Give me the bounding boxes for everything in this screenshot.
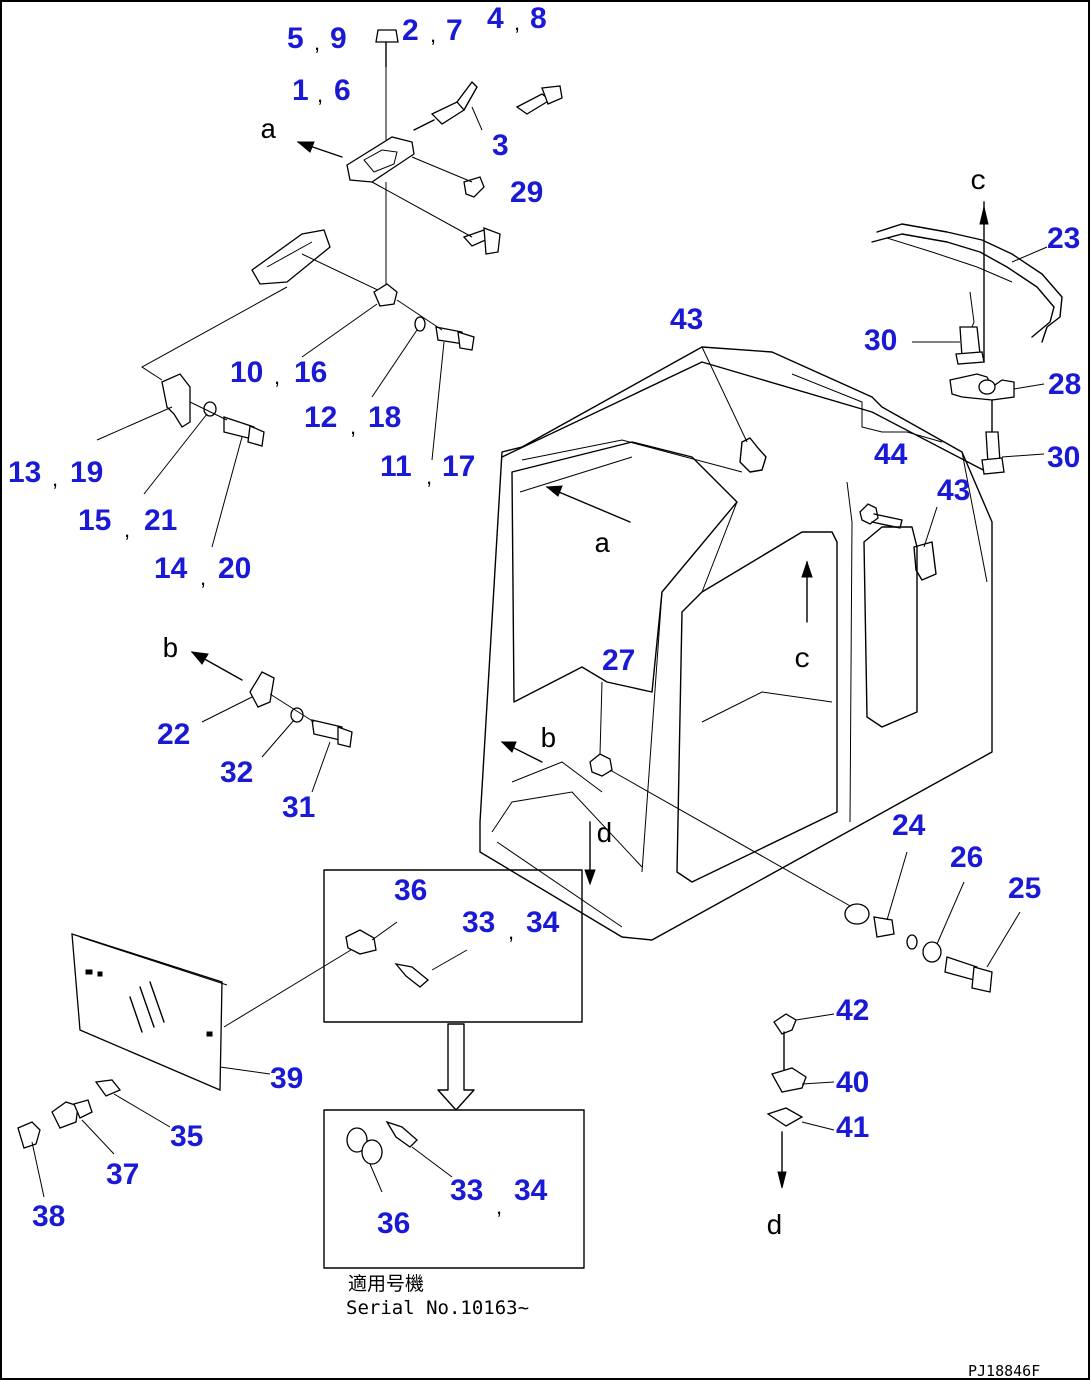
- rear-stopper-assembly: [609, 769, 1021, 993]
- callout-11: 11: [380, 450, 412, 483]
- callout-separator: ,: [274, 364, 280, 389]
- callout-numbers: 5 , 9 2 , 7 4 , 8 1 , 6 3 29 10 , 16 12 …: [8, 2, 1081, 1240]
- hinge-assembly: [96, 229, 475, 548]
- callout-28: 28: [1048, 368, 1081, 401]
- drawing-code: PJ18846F: [968, 1362, 1040, 1380]
- cab-view-arrows: [500, 346, 938, 886]
- callout-34-box-bottom: 34: [514, 1174, 548, 1207]
- callout-33-box-bottom: 33: [450, 1174, 483, 1207]
- callout-5: 5: [287, 22, 304, 55]
- callout-31: 31: [282, 791, 315, 824]
- callout-18: 18: [368, 401, 401, 434]
- callout-10: 10: [230, 356, 263, 389]
- callout-42: 42: [836, 994, 869, 1027]
- pre-change-detail-box: [323, 869, 583, 1023]
- callout-separator: ,: [124, 517, 130, 542]
- view-ref-d-bottom: d: [766, 1212, 783, 1243]
- post-change-detail-box: [323, 1109, 585, 1269]
- callout-35: 35: [170, 1120, 203, 1153]
- latch-b-assembly: [190, 651, 353, 793]
- view-reference-letters: a a b b c c d d: [162, 116, 987, 1243]
- callout-16: 16: [294, 356, 327, 389]
- callout-9: 9: [330, 22, 347, 55]
- callout-37: 37: [106, 1158, 139, 1191]
- callout-43-right: 43: [937, 474, 970, 507]
- callout-23: 23: [1047, 222, 1080, 255]
- callout-41: 41: [836, 1111, 869, 1144]
- callout-15: 15: [78, 504, 111, 537]
- callout-24: 24: [892, 809, 926, 842]
- callout-3: 3: [492, 129, 509, 162]
- callout-36-box-top: 36: [394, 874, 427, 907]
- upper-right-assembly: [871, 201, 1063, 475]
- callout-8: 8: [530, 2, 547, 35]
- callout-32: 32: [220, 756, 253, 789]
- callout-25: 25: [1008, 872, 1041, 905]
- callout-30-upper: 30: [864, 324, 897, 357]
- callout-26: 26: [950, 841, 983, 874]
- view-ref-c-cab: c: [794, 645, 811, 676]
- cab-body: [479, 346, 993, 941]
- callout-20: 20: [218, 552, 251, 585]
- callout-6: 6: [334, 74, 351, 107]
- callout-separator: ,: [508, 919, 514, 944]
- callout-17: 17: [442, 450, 475, 483]
- upper-latch-assembly: [296, 29, 563, 292]
- callout-7: 7: [446, 14, 463, 47]
- callout-2: 2: [402, 14, 419, 47]
- view-ref-d-cab: d: [596, 820, 613, 851]
- callout-separator: ,: [430, 22, 436, 47]
- callout-separator: ,: [514, 10, 520, 35]
- callout-separator: ,: [317, 82, 323, 107]
- callout-27: 27: [602, 644, 635, 677]
- callout-separator: ,: [314, 30, 320, 55]
- view-ref-b-cab: b: [540, 725, 557, 756]
- change-arrow: [437, 1023, 475, 1111]
- callout-44: 44: [874, 438, 908, 471]
- callout-4: 4: [487, 2, 504, 35]
- catch-assembly: [766, 1013, 835, 1189]
- callout-30-lower: 30: [1047, 441, 1080, 474]
- view-ref-c-top: c: [970, 167, 987, 198]
- callout-33-box-top: 33: [462, 906, 495, 939]
- view-ref-b-left: b: [162, 635, 179, 666]
- callout-39: 39: [270, 1062, 303, 1095]
- callout-1: 1: [292, 74, 309, 107]
- callout-22: 22: [157, 718, 190, 751]
- callout-14: 14: [154, 552, 188, 585]
- callout-separator: ,: [426, 464, 432, 489]
- window-glass-assembly: [17, 933, 365, 1198]
- serial-note-jp: 適用号機: [348, 1273, 424, 1295]
- callout-separator: ,: [200, 565, 206, 590]
- callout-19: 19: [70, 456, 103, 489]
- view-ref-a-cab: a: [594, 530, 611, 561]
- callout-separator: ,: [52, 466, 58, 491]
- callout-34-box-top: 34: [526, 906, 560, 939]
- callout-13: 13: [8, 456, 41, 489]
- callout-separator: ,: [350, 414, 356, 439]
- callout-40: 40: [836, 1066, 869, 1099]
- serial-note: 適用号機 Serial No.10163~: [346, 1273, 529, 1319]
- callout-12: 12: [304, 401, 337, 434]
- callout-21: 21: [144, 504, 177, 537]
- serial-note-number: Serial No.10163~: [346, 1297, 529, 1319]
- callout-43-top: 43: [670, 303, 703, 336]
- callout-29: 29: [510, 176, 543, 209]
- callout-36-box-bottom: 36: [377, 1207, 410, 1240]
- view-ref-a-top: a: [260, 116, 277, 147]
- callout-38: 38: [32, 1200, 65, 1233]
- callout-separator: ,: [496, 1194, 502, 1219]
